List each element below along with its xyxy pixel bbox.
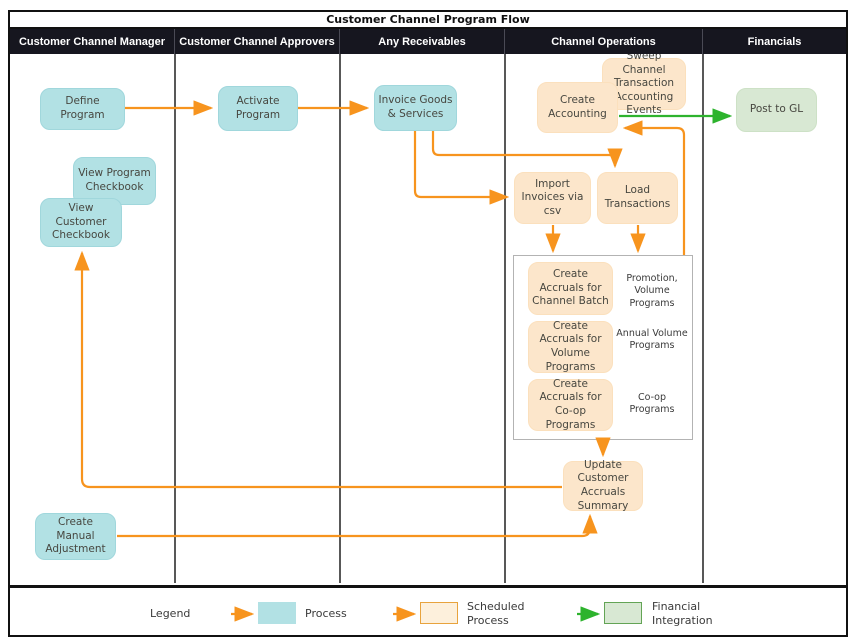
node-view-customer-checkbook: View Customer Checkbook xyxy=(40,198,122,247)
legend-scheduled-swatch xyxy=(420,602,458,624)
node-create-accruals-channel-batch: Create Accruals for Channel Batch xyxy=(528,262,613,315)
node-invoice-goods-services: Invoice Goods & Services xyxy=(374,85,457,131)
note-coop-programs: Co-op Programs xyxy=(629,392,675,416)
legend-process-label: Process xyxy=(305,607,347,620)
lane-divider-1 xyxy=(174,54,176,583)
lane-divider-4 xyxy=(702,54,704,583)
legend-financial-swatch xyxy=(604,602,642,624)
node-create-manual-adjustment: Create Manual Adjustment xyxy=(35,513,116,560)
node-create-accounting: Create Accounting xyxy=(537,82,618,133)
legend-financial-label: Financial Integration xyxy=(652,600,713,627)
node-view-program-checkbook: View Program Checkbook xyxy=(73,157,156,205)
lane-header-customer-channel-approvers: Customer Channel Approvers xyxy=(175,29,340,54)
node-activate-program: Activate Program xyxy=(218,86,298,131)
lane-header-financials: Financials xyxy=(747,35,802,48)
node-update-customer-accruals-summary: Update Customer Accruals Summary xyxy=(563,459,643,512)
node-create-accruals-coop-programs: Create Accruals for Co-op Programs xyxy=(528,378,613,431)
note-promotion-volume-programs: Promotion, Volume Programs xyxy=(626,273,678,309)
lane-divider-2 xyxy=(339,54,341,583)
lane-header-customer-channel-manager: Customer Channel Manager xyxy=(10,29,175,54)
legend-process-swatch xyxy=(258,602,296,624)
node-post-to-gl: Post to GL xyxy=(736,88,817,132)
diagram-title: Customer Channel Program Flow xyxy=(8,10,848,29)
node-define-program: Define Program xyxy=(40,88,125,130)
swimlane-header-row: Customer Channel Manager Customer Channe… xyxy=(10,29,846,54)
lane-header-channel-operations: Channel Operations xyxy=(505,29,703,54)
node-import-invoices-via-csv: Import Invoices via csv xyxy=(514,172,591,224)
lane-header-any-receivables: Any Receivables xyxy=(340,29,505,54)
lane-divider-3 xyxy=(504,54,506,583)
node-create-accruals-volume-programs: Create Accruals for Volume Programs xyxy=(528,320,613,373)
legend-scheduled-label: Scheduled Process xyxy=(467,600,525,627)
note-annual-volume-programs: Annual Volume Programs xyxy=(616,328,688,352)
legend-title: Legend xyxy=(150,607,191,620)
node-load-transactions: Load Transactions xyxy=(597,172,678,224)
